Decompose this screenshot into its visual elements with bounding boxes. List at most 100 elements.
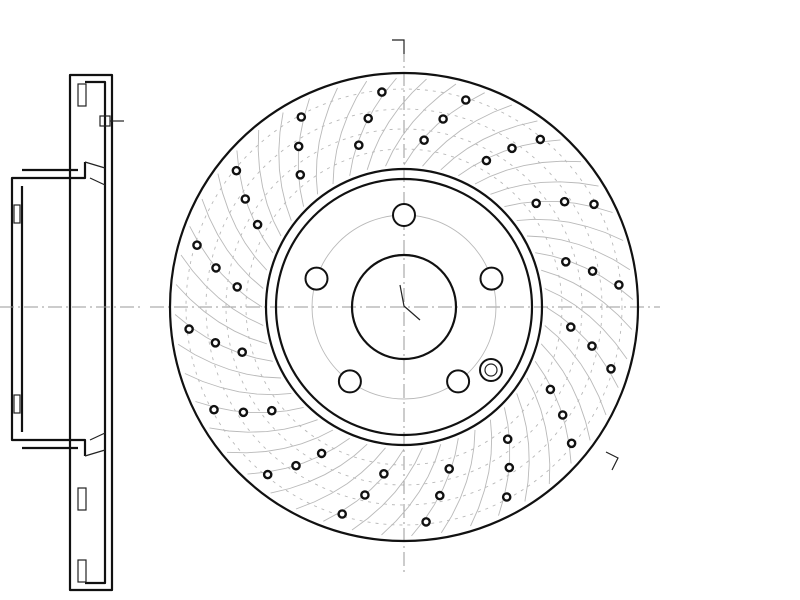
drilled-hole [614,280,624,290]
drilled-hole [316,448,327,459]
drilled-hole [535,134,546,145]
drilled-hole [266,405,277,416]
wheel-bolt-hole [392,203,416,227]
disc-hat-section-outline [10,162,87,456]
ventilation-vane-pattern [174,77,634,537]
drilled-hole [337,509,348,519]
drilled-hole [444,463,455,474]
ventilation-vane [351,447,423,531]
drilled-hole [501,492,512,502]
drilled-hole [262,469,273,480]
wheel-bolt-hole [446,369,471,394]
drilled-hole [419,135,429,145]
ventilation-vane [541,269,633,330]
ventilation-vane [474,160,582,185]
hat-flange-detail [84,161,106,457]
locating-pin [479,358,503,382]
ventilation-vane [175,284,267,345]
drilled-hole [566,322,576,332]
drilled-hole [184,324,194,334]
ventilation-vane [315,87,338,195]
ventilation-vane [270,443,368,494]
drilled-hole [566,438,577,449]
ventilation-vane [516,393,530,502]
ventilation-vane [332,80,368,185]
drilled-hole [291,460,301,471]
drilled-hole [557,410,568,420]
center-bore-marker [399,284,421,321]
construction-ring [225,128,583,486]
drilled-hole [504,462,515,473]
ventilation-vane [516,218,624,241]
ventilation-vane [470,419,493,527]
wheel-bolt-holes [304,203,504,394]
ventilation-vane [209,419,318,433]
ventilation-vane [366,78,427,170]
drilled-cooling-holes [184,87,624,527]
drilled-hole [545,384,556,395]
ventilation-vane [184,373,292,396]
drilled-hole [502,434,513,445]
ventilation-vane [535,252,634,300]
drilled-hole [252,219,263,230]
ventilation-vane [422,104,513,167]
construction-ring [205,108,603,506]
wheel-bolt-hole [479,266,504,291]
section-mark-bottom [605,451,619,471]
ventilation-vane [440,120,538,171]
ventilation-vane [201,198,264,289]
ventilation-vane [381,444,442,536]
drilled-hole [507,143,517,154]
drilled-hole [237,347,247,358]
center-bore [350,253,458,361]
drilled-hole [559,196,570,207]
drilled-hole [438,114,448,124]
ventilation-vane [295,447,386,510]
ventilation-vane [540,343,591,441]
drilled-hole [587,341,597,351]
drilled-hole [360,490,370,500]
ventilation-vane [226,429,334,454]
ventilation-vane [180,254,264,326]
ventilation-vane [411,438,459,537]
hub-face-marks [13,204,21,414]
drilled-hole [589,199,599,210]
drilled-hole [606,363,616,374]
ventilation-vane [278,112,292,221]
ventilation-vane [349,77,397,176]
disc-inner-cheek-outline [85,80,107,585]
drilled-hole [209,404,219,415]
drilled-hole [531,198,542,209]
ventilation-vane [544,325,607,416]
construction-ring [185,88,623,526]
ventilation-vane [217,173,268,271]
ventilation-vane [257,129,282,237]
drilled-hole [379,468,389,479]
disc-outer-ring-outline [68,73,114,592]
drilled-hole [587,266,598,277]
disc-side-section-view [0,73,140,592]
drilled-hole [231,165,242,176]
drilled-hole [192,240,202,250]
disc-outer-edge [168,71,640,543]
ventilation-vane [385,83,457,167]
disc-hat-inner-outline [20,168,78,450]
hat-outer-edge [274,177,534,437]
drilled-hole [481,155,492,166]
drilled-hole [421,517,431,527]
drilled-hole [232,282,242,292]
ventilation-slots [77,83,87,583]
drilled-hole [434,490,445,501]
drilled-hole [295,169,306,180]
drilled-hole [240,194,251,204]
ventilation-vane [440,429,476,534]
disc-front-view [150,39,660,575]
drilled-hole [460,95,471,105]
drilled-hole [238,407,249,418]
drilled-hole [296,112,307,122]
ventilation-vane [177,343,282,379]
drilled-hole [363,113,374,124]
ventilation-vane [526,235,631,271]
section-mark-top [392,39,405,54]
